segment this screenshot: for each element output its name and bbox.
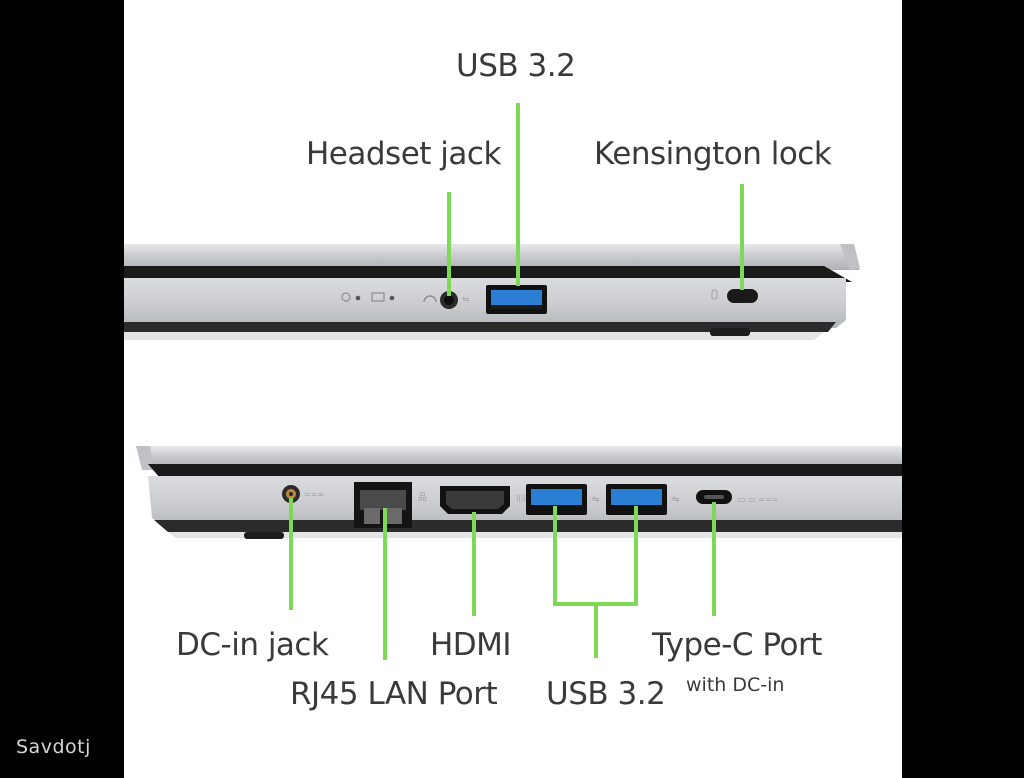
- lid-edge: [136, 446, 902, 468]
- rubber-foot: [710, 328, 750, 336]
- laptop-right-side: ⇋: [124, 244, 860, 340]
- usb-a-port-1: ||||| ⇋: [516, 484, 600, 515]
- leader-line-rj45: [383, 508, 387, 660]
- label-usb-top: USB 3.2: [456, 48, 576, 84]
- label-usb-bottom: USB 3.2: [546, 676, 666, 712]
- battery-led-icon: [371, 292, 395, 302]
- label-hdmi: HDMI: [430, 627, 512, 663]
- leader-line-headset: [447, 192, 451, 296]
- label-type-c-subtitle: with DC-in: [686, 674, 785, 696]
- leader-line-dc-in: [289, 498, 293, 610]
- dc-in-jack-port: ===: [282, 485, 324, 503]
- label-rj45-lan-port: RJ45 LAN Port: [290, 676, 498, 712]
- leader-line-usb-stem: [594, 602, 598, 658]
- chassis-body: [124, 278, 846, 328]
- usb-a-port-2: ⇋: [606, 484, 680, 515]
- hdmi-port: [440, 486, 510, 514]
- svg-text:|||||: |||||: [516, 494, 528, 502]
- leader-line-typec: [712, 502, 716, 616]
- product-image: ⇋ ===: [124, 0, 902, 778]
- leader-line-usb-top: [516, 103, 520, 286]
- hinge-seam: [148, 464, 902, 478]
- usb-symbol-icon: ⇋: [592, 495, 600, 505]
- leader-line-usb-1: [553, 506, 557, 605]
- kensington-lock-slot: [711, 289, 758, 303]
- label-dc-in-jack: DC-in jack: [176, 627, 329, 663]
- usb-a-port: ⇋: [462, 285, 547, 314]
- usb-symbol-icon: ⇋: [672, 495, 680, 505]
- usb-symbol-icon: ⇋: [462, 295, 470, 305]
- leader-line-usb-2: [634, 506, 638, 605]
- label-kensington-lock: Kensington lock: [594, 136, 832, 172]
- label-type-c-port: Type-C Port: [652, 627, 822, 663]
- leader-line-hdmi: [472, 512, 476, 616]
- leader-line-kensington: [740, 184, 744, 290]
- lid-edge: [124, 244, 860, 270]
- svg-text:===: ===: [304, 490, 324, 499]
- laptop-ports-illustration: ⇋ ===: [124, 244, 902, 539]
- label-headset-jack: Headset jack: [306, 136, 501, 172]
- watermark-text: Savdotj: [16, 736, 91, 758]
- rubber-foot: [244, 532, 284, 539]
- svg-text:▭ ▭ ===: ▭ ▭ ===: [738, 495, 778, 504]
- power-led-icon: [341, 292, 361, 302]
- headset-jack-port: [423, 291, 458, 309]
- laptop-left-side: === 品 ||||| ⇋: [136, 446, 902, 539]
- usb-type-c-port: ▭ ▭ ===: [696, 490, 778, 504]
- network-symbol-icon: 品: [418, 492, 427, 503]
